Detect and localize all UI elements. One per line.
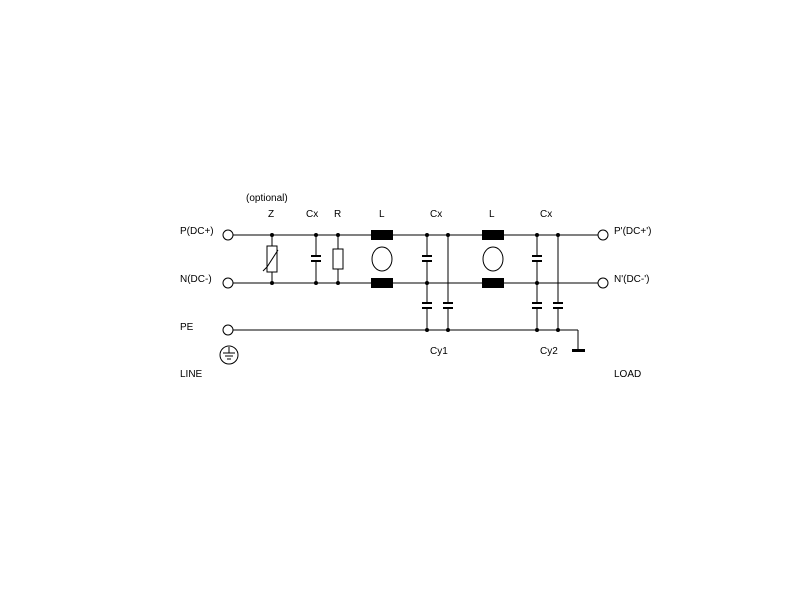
capacitor-cx-2 <box>422 233 432 285</box>
optional-note: (optional) <box>246 193 288 204</box>
label-cy-1: Cy1 <box>430 346 448 357</box>
varistor-z <box>262 233 279 285</box>
common-mode-choke-l-2 <box>482 230 504 288</box>
label-r: R <box>334 209 341 220</box>
label-l-1: L <box>379 209 385 220</box>
label-l-2: L <box>489 209 495 220</box>
terminal-label-n-out: N'(DC-') <box>614 274 649 285</box>
capacitor-cx-1 <box>311 233 321 285</box>
side-label-load: LOAD <box>614 369 641 380</box>
label-cx-1: Cx <box>306 209 318 220</box>
terminal-p-out <box>597 229 609 241</box>
side-label-line: LINE <box>180 369 203 380</box>
capacitor-cy-1 <box>422 233 453 332</box>
label-cx-3: Cx <box>540 209 552 220</box>
terminal-pe <box>222 324 234 336</box>
earth-ground-icon <box>219 345 239 365</box>
terminal-p-in <box>222 229 234 241</box>
chassis-ground-bar <box>572 349 585 352</box>
label-z: Z <box>268 209 274 220</box>
label-cy-2: Cy2 <box>540 346 558 357</box>
terminal-label-p-out: P'(DC+') <box>614 226 651 237</box>
terminal-label-pe: PE <box>180 322 194 333</box>
resistor-r <box>332 233 344 285</box>
common-mode-choke-l-1 <box>371 230 393 288</box>
terminal-label-n-in: N(DC-) <box>180 274 212 285</box>
terminal-n-out <box>597 277 609 289</box>
label-cx-2: Cx <box>430 209 442 220</box>
terminal-n-in <box>222 277 234 289</box>
capacitor-cx-3 <box>532 233 542 285</box>
terminal-label-p-in: P(DC+) <box>180 226 214 237</box>
capacitor-cy-2 <box>532 233 563 332</box>
